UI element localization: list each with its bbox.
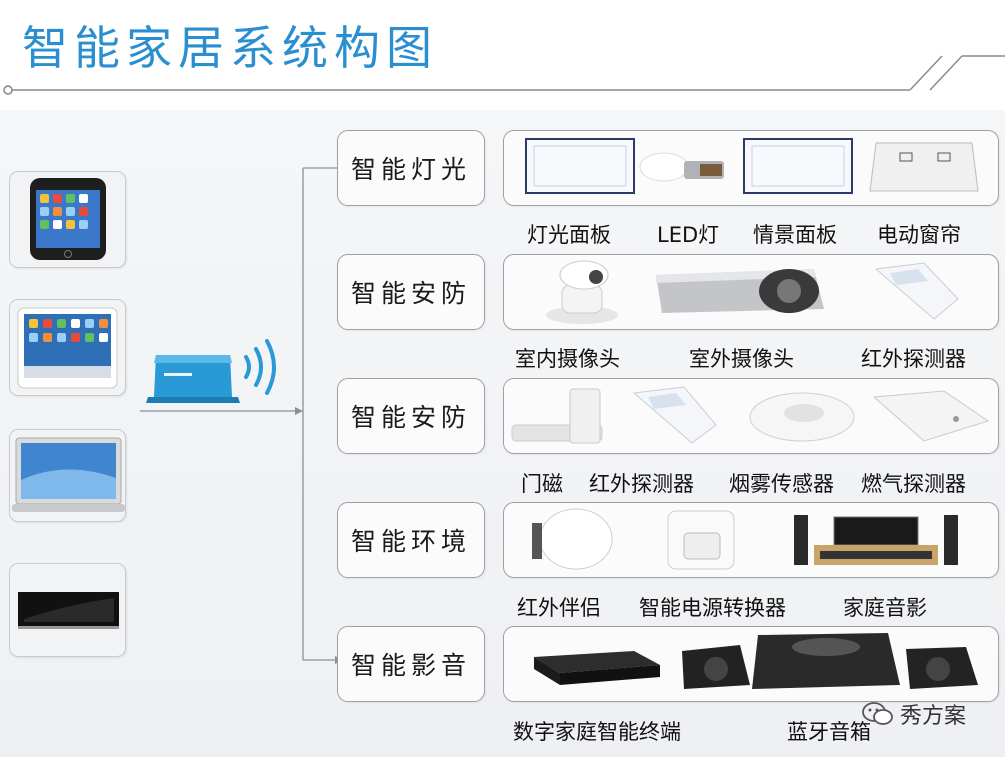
- security-camera-images: [546, 260, 959, 324]
- indoor-camera-icon: [546, 260, 618, 324]
- led-bulb-icon: [639, 152, 724, 182]
- television-device: [9, 563, 126, 657]
- category-smart-lighting: 智能灯光: [337, 130, 485, 206]
- header-divider: [3, 55, 1005, 95]
- security-sensor-images: [511, 386, 990, 444]
- product-label: 红外伴侣: [517, 596, 601, 620]
- category-smart-security-sensors: 智能安防: [337, 378, 485, 454]
- product-label: 灯光面板: [527, 223, 611, 247]
- product-label: 室外摄像头: [689, 347, 794, 371]
- category-smart-security-cameras: 智能安防: [337, 254, 485, 330]
- wireless-signal-icon: [244, 339, 276, 395]
- power-converter-icon: [667, 510, 735, 570]
- sensor-product-labels: 门磁 红外探测器 烟雾传感器 燃气探测器: [503, 468, 997, 498]
- av-panel: [503, 626, 999, 702]
- laptop-device: [9, 429, 126, 522]
- product-label: 电动窗帘: [877, 223, 961, 247]
- environment-panel: [503, 502, 999, 578]
- smoke-sensor-icon: [749, 392, 855, 442]
- curtain-control-icon: [869, 142, 979, 192]
- bluetooth-speaker-icon: [682, 633, 978, 689]
- product-label: 情景面板: [753, 223, 837, 247]
- lighting-product-labels: 灯光面板 LED灯 情景面板 电动窗帘: [503, 219, 997, 249]
- product-label: 室内摄像头: [515, 347, 620, 371]
- gateway-icon: [146, 355, 240, 403]
- smartphone-icon: [30, 178, 106, 260]
- product-label: 红外探测器: [861, 347, 966, 371]
- tablet-device: [9, 299, 126, 396]
- infrared-detector-icon: [632, 386, 717, 444]
- security-sensor-panel: [503, 378, 999, 454]
- smartphone-device: [9, 171, 126, 268]
- av-images: [534, 633, 978, 689]
- light-panel-icon: [525, 138, 635, 194]
- product-label: 燃气探测器: [861, 472, 966, 496]
- door-magnet-icon: [511, 388, 603, 444]
- watermark: 秀方案: [862, 696, 992, 732]
- lighting-products-panel: [503, 130, 999, 206]
- product-label: 数字家庭智能终端: [513, 720, 681, 744]
- environment-images: [532, 508, 958, 570]
- infrared-detector-icon: [874, 262, 959, 320]
- product-label: 烟雾传感器: [729, 472, 834, 496]
- infrared-companion-icon: [532, 508, 613, 570]
- page-title: 智能家居系统构图: [22, 21, 438, 75]
- av-product-labels: 数字家庭智能终端 蓝牙音箱: [503, 716, 997, 746]
- television-icon: [18, 592, 119, 629]
- laptop-icon: [12, 437, 125, 512]
- product-label: 家庭音影: [843, 596, 927, 620]
- gas-detector-icon: [872, 390, 990, 442]
- product-label: 蓝牙音箱: [787, 720, 871, 744]
- category-smart-environment: 智能环境: [337, 502, 485, 578]
- watermark-text: 秀方案: [900, 704, 967, 729]
- wechat-icon: [862, 702, 893, 725]
- category-smart-av: 智能影音: [337, 626, 485, 702]
- product-label: LED灯: [657, 223, 720, 247]
- tablet-icon: [17, 307, 118, 389]
- product-label: 红外探测器: [589, 472, 694, 496]
- environment-product-labels: 红外伴侣 智能电源转换器 家庭音影: [503, 592, 997, 622]
- product-label: 智能电源转换器: [639, 596, 786, 620]
- set-top-box-icon: [534, 651, 660, 685]
- wifi-gateway: [140, 339, 303, 415]
- home-theater-icon: [794, 515, 958, 565]
- outdoor-camera-icon: [656, 269, 824, 313]
- camera-product-labels: 室内摄像头 室外摄像头 红外探测器: [503, 343, 997, 373]
- scene-panel-icon: [743, 138, 853, 194]
- product-label: 门磁: [521, 472, 563, 496]
- security-camera-panel: [503, 254, 999, 330]
- lighting-products-images: [525, 138, 979, 194]
